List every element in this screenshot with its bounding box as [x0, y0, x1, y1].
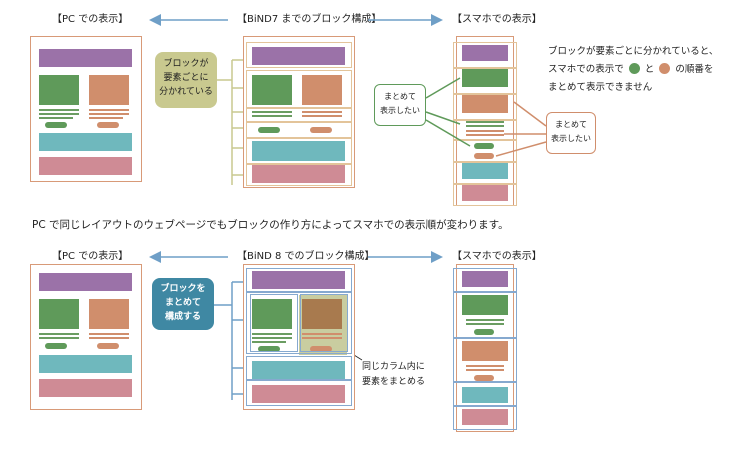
want-group-salmon-text: まとめて 表示したい	[551, 120, 591, 143]
block-grouped-note: ブロックを まとめて 構成する	[152, 278, 214, 330]
desc-line-2b: と	[644, 64, 655, 75]
want-group-green-note: まとめて 表示したい	[374, 84, 426, 126]
block-guide	[246, 268, 352, 292]
block-guide	[246, 122, 352, 138]
block-guide	[246, 108, 352, 122]
pink-block	[39, 157, 132, 175]
block-split-note: ブロックが 要素ごとに 分かれている	[155, 52, 217, 108]
desc-line-2: スマホでの表示で と の順番を	[548, 62, 713, 77]
teal-block	[39, 133, 132, 151]
desc-line-1: ブロックが要素ごとに分かれていると、	[548, 46, 719, 57]
block-guide	[246, 380, 352, 406]
pc-page-frame	[30, 36, 142, 182]
bind8-page-frame	[243, 264, 355, 410]
column-note-text: 同じカラム内に 要素をまとめる	[362, 362, 426, 387]
green-dot-icon	[628, 63, 640, 74]
block-guide	[246, 164, 352, 186]
desc-line-2a: スマホでの表示で	[548, 64, 624, 75]
block-guide	[246, 42, 352, 68]
block-guide	[246, 138, 352, 164]
smartphone-frame-top	[456, 36, 514, 206]
bind8-structure-header: 【BiND 8 でのブロック構成】	[237, 251, 375, 262]
desc-line-2c: の順番を	[675, 64, 714, 75]
want-group-green-text: まとめて 表示したい	[380, 92, 420, 115]
column-guide	[250, 294, 298, 352]
header-block	[39, 49, 132, 67]
block-grouped-note-text: ブロックを まとめて 構成する	[160, 284, 206, 322]
block-guide	[246, 70, 352, 108]
desc-line-3: まとめて表示できません	[548, 82, 653, 93]
bind7-page-frame	[243, 36, 355, 188]
column-guide	[300, 294, 348, 352]
middle-caption: PC で同じレイアウトのウェブページでもブロックの作り方によってスマホでの表示順…	[32, 219, 509, 231]
block-guide	[246, 356, 352, 380]
block-split-note-text: ブロックが 要素ごとに 分かれている	[159, 59, 213, 97]
salmon-image	[89, 75, 129, 105]
bind7-structure-header: 【BiND7 までのブロック構成】	[237, 14, 382, 25]
want-group-salmon-note: まとめて 表示したい	[546, 112, 596, 154]
green-image	[39, 75, 79, 105]
smartphone-view-header-bottom: 【スマホでの表示】	[452, 251, 542, 262]
salmon-dot-icon	[659, 63, 671, 74]
green-button	[45, 122, 67, 128]
pc-view-header: 【PC での表示】	[52, 14, 129, 25]
pc-view-header-bottom: 【PC での表示】	[52, 251, 129, 262]
block-guide	[246, 292, 352, 354]
pc-page-frame-bottom	[30, 264, 142, 410]
salmon-button	[97, 122, 119, 128]
column-note: 同じカラム内に 要素をまとめる	[362, 360, 425, 390]
smartphone-view-header: 【スマホでの表示】	[452, 14, 542, 25]
